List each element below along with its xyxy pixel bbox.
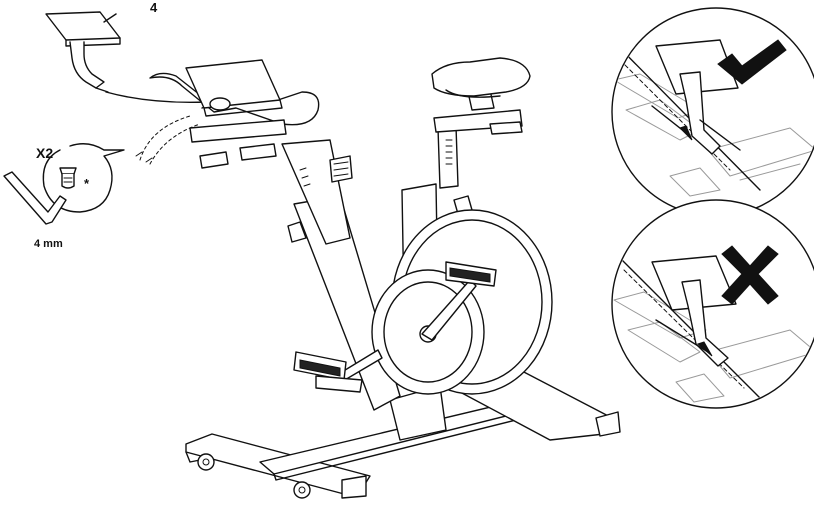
screw-path-dashed (136, 116, 200, 164)
incorrect-install-callout (612, 200, 814, 408)
correct-install-callout (612, 8, 814, 216)
tool-size-label: 4 mm (34, 238, 63, 250)
tablet-holder-part (46, 12, 212, 108)
allen-key-icon (4, 172, 66, 224)
quantity-label: X2 (36, 145, 53, 161)
part-number-label: 4 (150, 0, 158, 15)
asterisk-label: * (84, 176, 90, 191)
exercise-bike (150, 58, 620, 498)
